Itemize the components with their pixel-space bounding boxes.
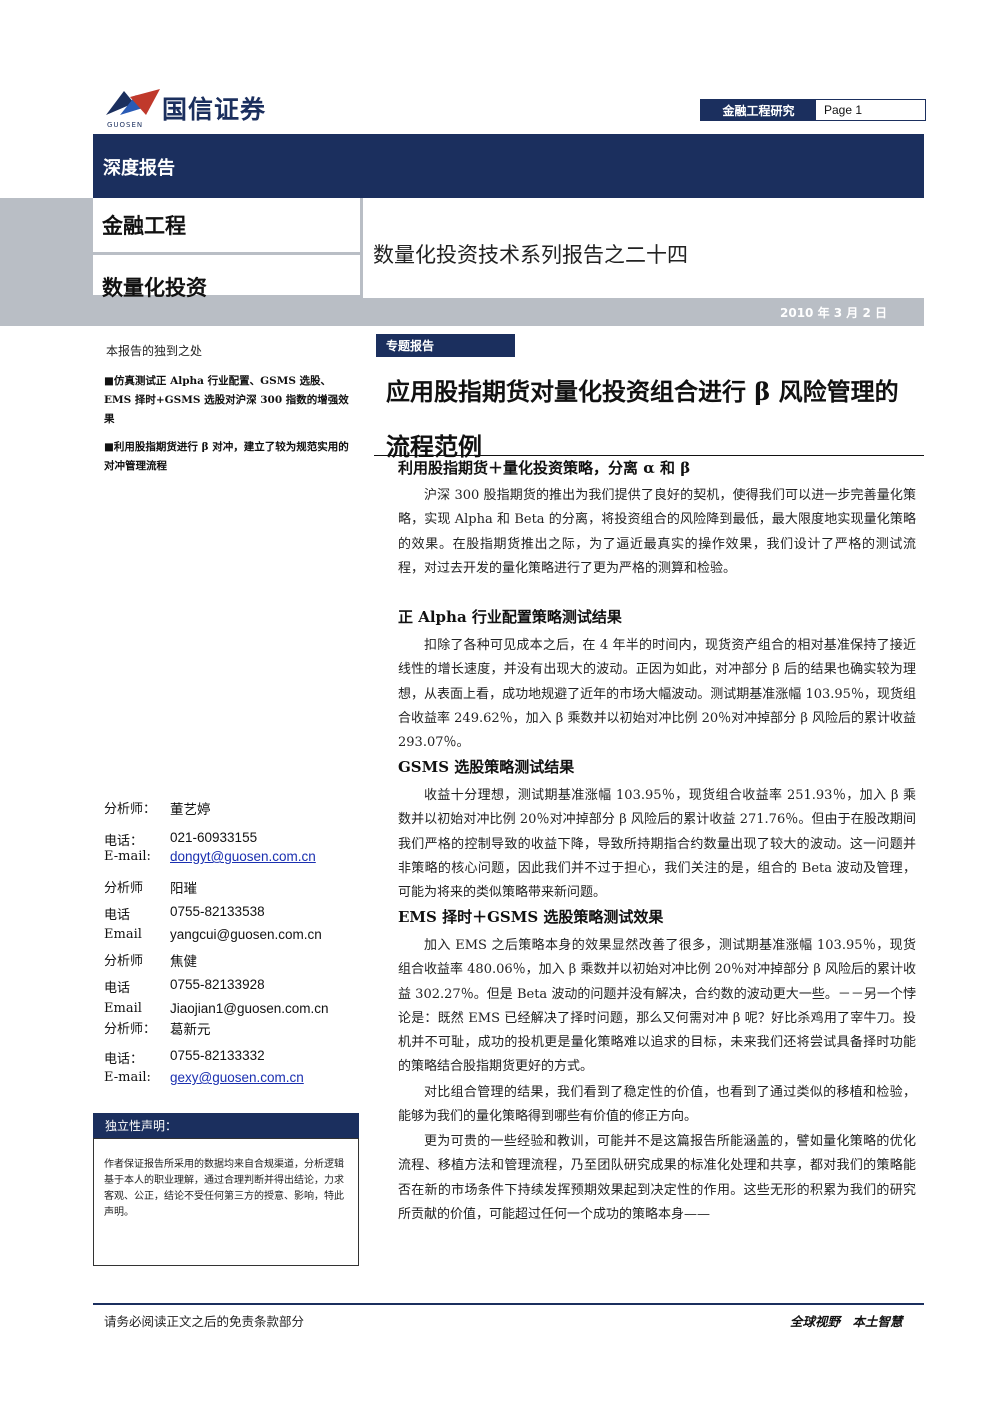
analyst-row: Email Jiaojian1@guosen.com.cn [104, 1001, 329, 1016]
series-title: 数量化投资技术系列报告之二十四 [373, 243, 688, 267]
logo-text: 国信证券 [162, 95, 267, 124]
report-title: 应用股指期货对量化投资组合进行 β 风险管理的流程范例 [386, 377, 899, 461]
section-paragraph: 更为可贵的一些经验和教训，可能并不是这篇报告所能涵盖的，譬如量化策略的优化流程、… [398, 1134, 916, 1222]
page-number: Page 1 [824, 103, 863, 117]
disclaimer-note: 请务必阅读正文之后的免责条款部分 [104, 1314, 305, 1329]
section-paragraph: 对比组合管理的结果，我们看到了稳定性的价值，也看到了通过类似的移植和检验，能够为… [398, 1085, 916, 1125]
analyst-phone: 0755-82133928 [170, 977, 265, 992]
analyst-email-link[interactable]: dongyt@guosen.com.cn [170, 849, 316, 864]
footer-rule [93, 1303, 924, 1305]
analyst-row: 电话 0755-82133538 [104, 904, 265, 923]
analyst-row: 分析师 阳璀 [104, 877, 197, 897]
dept-label: 金融工程研究 [701, 100, 816, 120]
topic-secondary: 数量化投资 [102, 275, 207, 300]
analyst-row: 电话： 021-60933155 [104, 830, 258, 849]
section-paragraph: 沪深 300 股指期货的推出为我们提供了良好的契机，使得我们可以进一步完善量化策… [398, 488, 916, 576]
independence-title: 独立性声明： [93, 1113, 359, 1138]
report-date: 2010 年 3 月 2 日 [780, 306, 887, 320]
logo-en-text: GUOSEN [107, 121, 144, 129]
title-rule [374, 455, 924, 456]
topic-box [93, 198, 363, 298]
section-paragraph: 收益十分理想，测试期基准涨幅 103.95％，现货组合收益率 251.93％，加… [398, 788, 916, 901]
analyst-row: Email yangcui@guosen.com.cn [104, 927, 322, 942]
section-paragraph: 加入 EMS 之后策略本身的效果显然改善了很多，测试期基准涨幅 103.95％，… [398, 938, 916, 1075]
report-type: 深度报告 [103, 158, 175, 179]
report-type-band [93, 134, 924, 198]
unique-points-list: ■仿真测试正 Alpha 行业配置、GSMS 选股、EMS 择时+GSMS 选股… [104, 372, 354, 485]
unique-point: ■利用股指期货进行 β 对冲，建立了较为规范实用的对冲管理流程 [104, 441, 349, 472]
guosen-logo-icon [106, 89, 160, 115]
analyst-row: 分析师： 董艺婷 [104, 798, 211, 818]
section-heading: GSMS 选股策略测试结果 [398, 758, 575, 776]
date-bar [93, 298, 924, 326]
analyst-row: 分析师： 葛新元 [104, 1018, 211, 1038]
section-heading: 利用股指期货＋量化投资策略，分离 α 和 β [398, 459, 691, 477]
analyst-name: 葛新元 [170, 1022, 211, 1038]
gray-side-block [0, 198, 93, 326]
slogan: 全球视野 本土智慧 [790, 1314, 903, 1329]
analyst-name: 董艺婷 [170, 802, 211, 818]
header-box: 金融工程研究 Page 1 [700, 99, 926, 121]
analyst-name: 阳璀 [170, 881, 197, 897]
unique-points-title: 本报告的独到之处 [106, 344, 203, 358]
analyst-email: Jiaojian1@guosen.com.cn [170, 1001, 329, 1016]
independence-text: 作者保证报告所采用的数据均来自合规渠道，分析逻辑基于本人的职业理解，通过合理判断… [104, 1159, 344, 1218]
topic-primary: 金融工程 [102, 213, 186, 238]
report-tag: 专题报告 [376, 334, 515, 357]
analyst-phone: 0755-82133332 [170, 1048, 265, 1063]
analyst-name: 焦健 [170, 954, 197, 970]
analyst-phone: 0755-82133538 [170, 904, 265, 919]
analyst-row: 分析师 焦健 [104, 950, 197, 970]
analyst-row: 电话 0755-82133928 [104, 977, 265, 996]
analyst-phone: 021-60933155 [170, 830, 258, 845]
section-paragraph: 扣除了各种可见成本之后，在 4 年半的时间内，现货资产组合的相对基准保持了接近线… [398, 638, 916, 751]
analyst-email-link[interactable]: gexy@guosen.com.cn [170, 1070, 304, 1085]
topic-divider [93, 252, 363, 255]
section-heading: EMS 择时＋GSMS 选股策略测试效果 [398, 908, 664, 926]
analyst-row: E-mail: gexy@guosen.com.cn [104, 1070, 304, 1085]
analyst-row: 电话： 0755-82133332 [104, 1048, 265, 1067]
independence-statement: 作者保证报告所采用的数据均来自合规渠道，分析逻辑基于本人的职业理解，通过合理判断… [93, 1138, 359, 1266]
analyst-row: E-mail: dongyt@guosen.com.cn [104, 849, 316, 864]
section-heading: 正 Alpha 行业配置策略测试结果 [398, 608, 622, 626]
analyst-email: yangcui@guosen.com.cn [170, 927, 322, 942]
unique-point: ■仿真测试正 Alpha 行业配置、GSMS 选股、EMS 择时+GSMS 选股… [104, 375, 349, 425]
